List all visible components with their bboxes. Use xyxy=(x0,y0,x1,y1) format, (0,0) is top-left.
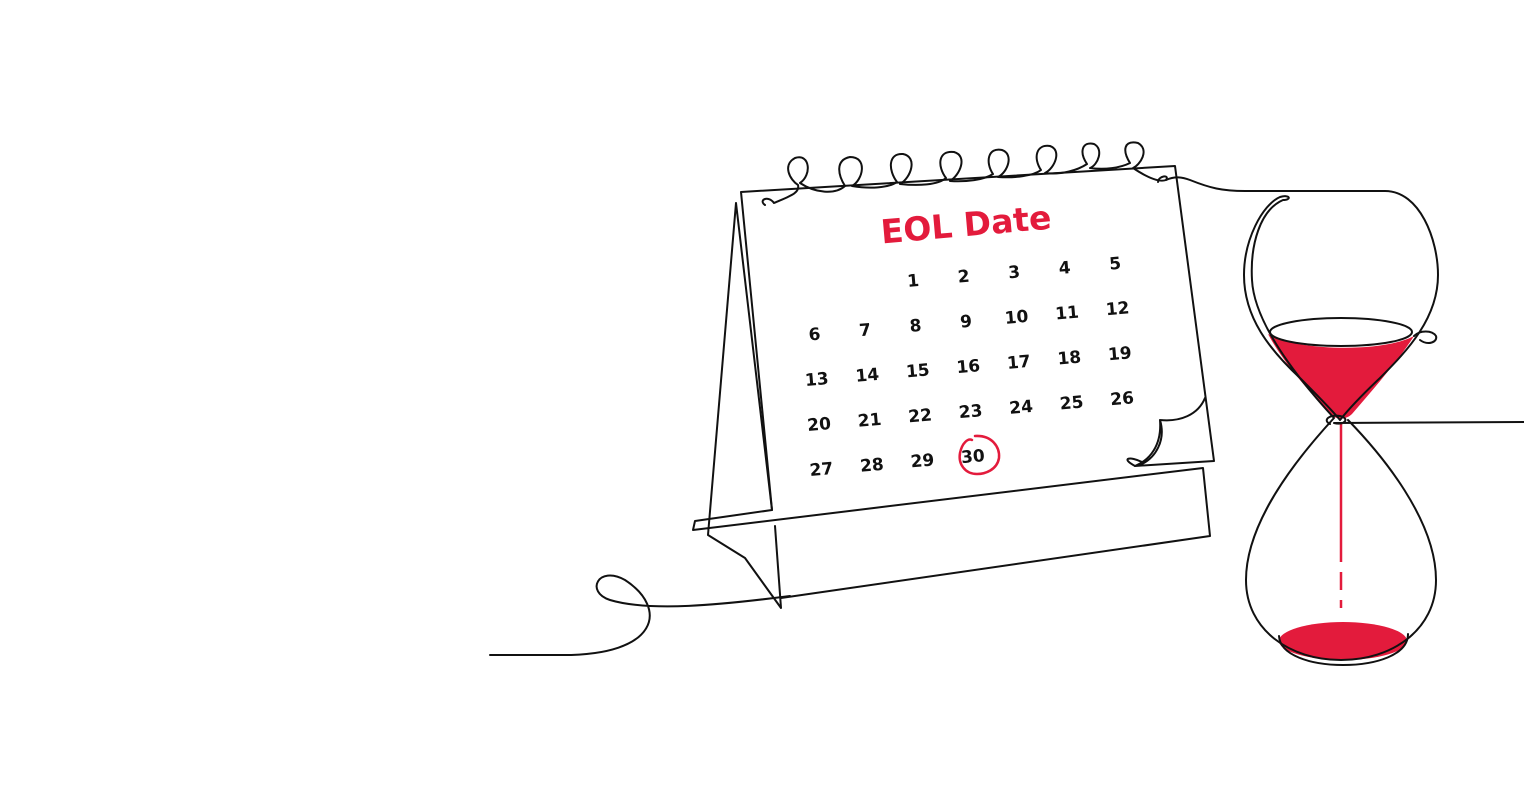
calendar-day: 27 xyxy=(809,459,834,481)
calendar-day: 15 xyxy=(905,360,930,382)
calendar-day: 28 xyxy=(859,455,884,477)
calendar-day: 12 xyxy=(1105,298,1130,320)
calendar-day: 19 xyxy=(1107,343,1132,365)
calendar-day: 25 xyxy=(1059,393,1084,415)
calendar-day: 21 xyxy=(857,410,882,432)
calendar-day: 13 xyxy=(804,369,829,391)
sand-top xyxy=(1268,334,1414,419)
calendar-day: 17 xyxy=(1006,352,1031,374)
calendar-day: 23 xyxy=(958,401,983,423)
calendar-day: 14 xyxy=(855,365,880,387)
calendar-day: 10 xyxy=(1004,307,1029,329)
sand-bottom xyxy=(1279,622,1407,660)
calendar-title: EOL Date xyxy=(879,198,1053,252)
calendar-day: 5 xyxy=(1108,254,1122,275)
calendar-day-highlighted: 30 xyxy=(960,446,985,468)
calendar-day: 24 xyxy=(1009,397,1034,419)
hourglass-icon xyxy=(1243,190,1524,666)
spiral-binding xyxy=(761,141,1168,206)
highlight-circle xyxy=(958,434,1001,476)
trailing-line xyxy=(320,574,791,657)
calendar-day: 8 xyxy=(909,316,923,337)
calendar-day: 6 xyxy=(808,325,822,346)
calendar-day: 11 xyxy=(1054,303,1079,325)
calendar-day: 4 xyxy=(1058,258,1072,279)
calendar-day: 3 xyxy=(1007,262,1021,283)
calendar-day: 20 xyxy=(807,414,832,436)
calendar-day: 26 xyxy=(1110,388,1135,410)
calendar-day: 7 xyxy=(858,320,872,341)
calendar-page xyxy=(740,165,1215,511)
page-curl xyxy=(1126,397,1206,467)
calendar-day: 29 xyxy=(910,450,935,472)
calendar-day: 9 xyxy=(959,312,973,333)
calendar-day: 2 xyxy=(957,267,971,288)
calendar-day: 22 xyxy=(908,405,933,427)
hourglass-glass xyxy=(1243,190,1439,661)
calendar-day: 18 xyxy=(1057,348,1082,370)
calendar-day: 16 xyxy=(956,356,981,378)
calendar-day: 1 xyxy=(906,271,920,292)
